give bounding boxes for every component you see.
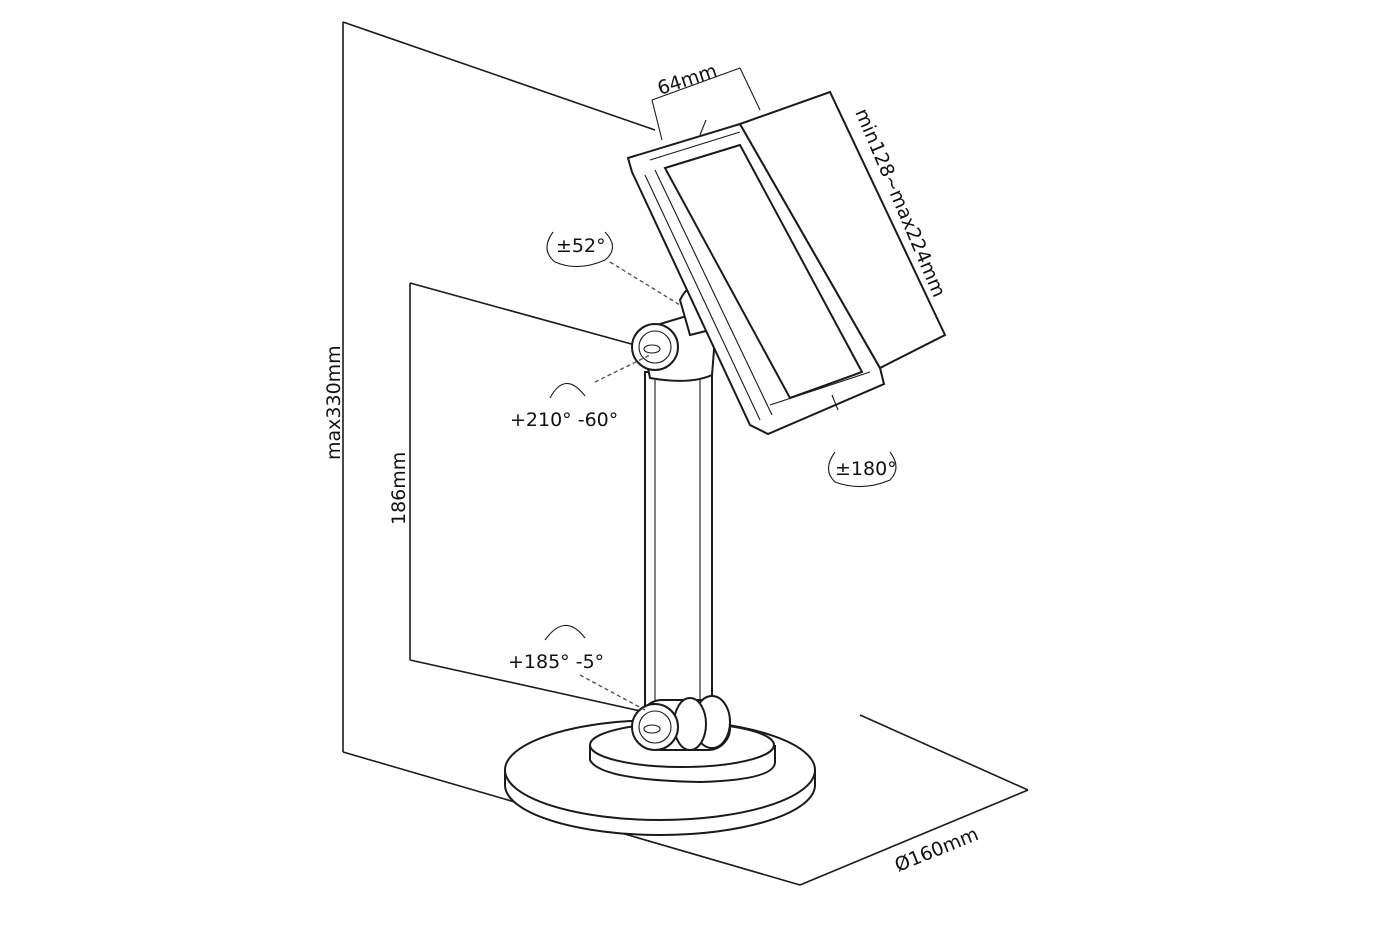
holder-depth-dimension — [651, 67, 761, 141]
lower-tilt-annotation — [544, 624, 646, 711]
rotate-arrow-icon — [544, 624, 586, 641]
tablet-holder — [626, 90, 947, 436]
rotate-arrow-icon — [549, 382, 586, 399]
pole-height-label: 186mm — [388, 452, 410, 525]
lower-tilt-label: +185° -5° — [508, 651, 604, 673]
holder-range-line — [829, 91, 946, 336]
holder-depth-label: 64mm — [655, 60, 720, 100]
pole-height-lines — [409, 282, 646, 713]
swivel-annotation — [546, 231, 681, 306]
base — [504, 719, 816, 836]
base-diameter-label: Ø160mm — [892, 823, 982, 876]
lower-joint — [631, 695, 731, 751]
upper-tilt-annotation — [549, 354, 651, 399]
holder-rotation-annotation — [827, 451, 897, 488]
upper-tilt-label: +210° -60° — [510, 409, 618, 431]
total-height-label: max330mm — [323, 345, 345, 460]
upper-joint — [631, 285, 716, 382]
holder-rotation-label: ±180° — [835, 458, 897, 480]
pole — [644, 371, 713, 713]
swivel-label: ±52° — [556, 235, 606, 257]
